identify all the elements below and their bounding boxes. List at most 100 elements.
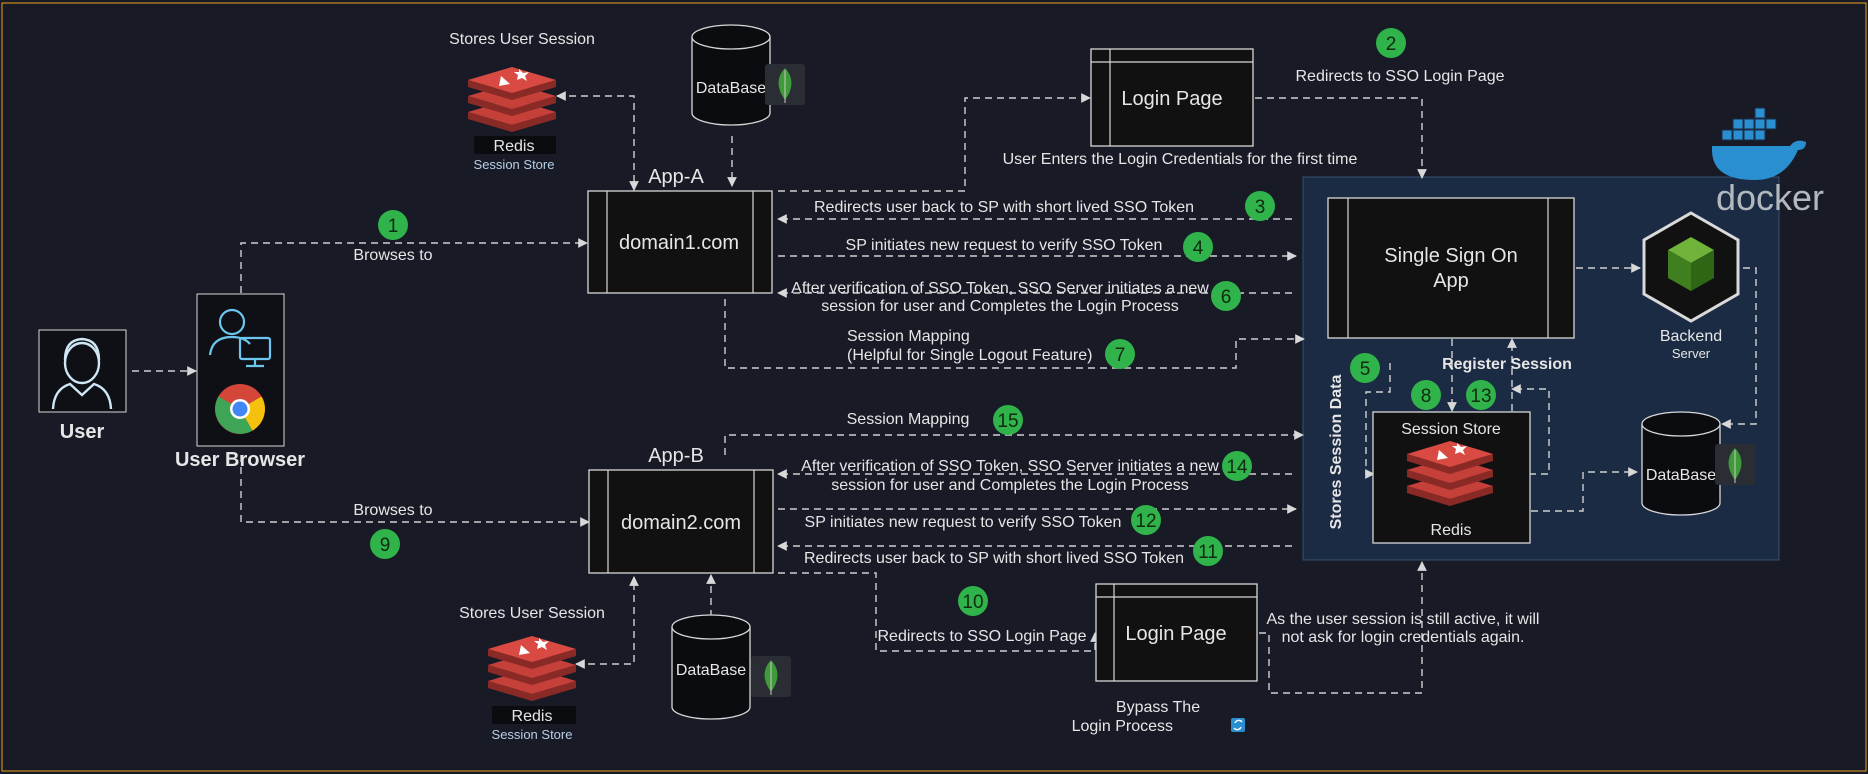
app-a-session-label: Stores User Session [449, 31, 595, 48]
app-a-title: App-A [648, 166, 704, 188]
redis-a-name-bg [474, 136, 556, 154]
backend-label: Backend [1660, 328, 1722, 345]
msg-redirect-back-b: Redirects user back to SP with short liv… [804, 550, 1184, 567]
session-store-title: Session Store [1401, 421, 1501, 438]
domain2-box[interactable] [588, 469, 774, 574]
computer-user-icon [208, 308, 272, 368]
step-badge-11: 11 [1193, 536, 1223, 566]
msg-after-verif-b-2: session for user and Completes the Login… [831, 477, 1189, 494]
step-badge-13: 13 [1466, 380, 1496, 410]
msg-redirect-back-a: Redirects user back to SP with short liv… [814, 199, 1194, 216]
backend-node: Backend Server [1642, 211, 1740, 361]
svg-text:10: 10 [962, 592, 983, 613]
login-page-bottom-label: Login Page [1125, 623, 1226, 645]
svg-text:6: 6 [1221, 287, 1232, 308]
step-badge-15: 15 [993, 405, 1023, 435]
msg-verify-b: SP initiates new request to verify SSO T… [805, 514, 1122, 531]
svg-text:1: 1 [388, 216, 399, 237]
msg-mapping-a-1: Session Mapping [847, 328, 970, 345]
register-session-label: Register Session [1442, 356, 1572, 373]
msg-still-active-1: As the user session is still active, it … [1267, 611, 1540, 628]
msg-bypass-2: Login Process [1072, 718, 1173, 735]
session-store-redis: Redis [1431, 522, 1472, 539]
step-badges: 1 2 3 4 5 6 7 8 9 10 11 12 13 14 15 [370, 28, 1496, 616]
msg-mapping-a-2: (Helpful for Single Logout Feature) [847, 347, 1092, 364]
redis-sso-icon [1407, 441, 1493, 506]
msg-enter-credentials: User Enters the Login Credentials for th… [1003, 151, 1358, 168]
login-page-top-label: Login Page [1121, 88, 1222, 110]
msg-after-verif-a-2: session for user and Completes the Login… [821, 298, 1179, 315]
step-badge-8: 8 [1411, 380, 1441, 410]
domain1-box[interactable] [587, 190, 773, 294]
redis-b-name-bg [492, 706, 576, 724]
refresh-icon [1231, 718, 1245, 732]
cube-icon [1668, 237, 1714, 291]
step-badge-2: 2 [1376, 28, 1406, 58]
svg-text:8: 8 [1421, 386, 1432, 407]
msg-browses-a: Browses to [353, 247, 432, 264]
svg-text:9: 9 [380, 535, 391, 556]
browser-node[interactable]: User Browser [175, 293, 305, 471]
step-badge-1: 1 [378, 210, 408, 240]
redis-a-icon [468, 67, 556, 132]
step-badge-12: 12 [1131, 505, 1161, 535]
login-page-top[interactable]: Login Page [1090, 48, 1254, 147]
svg-text:13: 13 [1470, 386, 1491, 407]
message-labels: Browses to Browses to Redirects to SSO L… [353, 68, 1539, 735]
login-page-bottom[interactable]: Login Page [1095, 583, 1258, 682]
redis-b-caption: Session Store [492, 727, 573, 742]
step-badge-10: 10 [958, 586, 988, 616]
sso-title-line1: Single Sign On [1384, 245, 1517, 267]
db-sso-node: DataBase [1641, 411, 1755, 516]
msg-bypass-1: Bypass The [1116, 699, 1200, 716]
svg-text:4: 4 [1193, 238, 1204, 259]
redis-b-name: Redis [512, 708, 553, 725]
db-sso-label: DataBase [1646, 467, 1716, 484]
svg-text:2: 2 [1386, 34, 1397, 55]
db-a-label: DataBase [696, 80, 766, 97]
step-badge-14: 14 [1222, 451, 1252, 481]
db-a-node: DataBase [691, 24, 805, 126]
svg-text:11: 11 [1198, 542, 1218, 563]
app-b-node[interactable]: App-B domain2.com [588, 445, 774, 574]
msg-redirect-sso-b: Redirects to SSO Login Page [877, 628, 1086, 645]
app-b-title: App-B [648, 445, 704, 467]
step-badge-3: 3 [1245, 191, 1275, 221]
msg-browses-b: Browses to [353, 502, 432, 519]
db-b-node: DataBase [671, 614, 791, 720]
msg-still-active-2: not ask for login credentials again. [1282, 629, 1525, 646]
session-store-node[interactable]: Session Store Redis [1372, 411, 1531, 544]
app-b-session-label: Stores User Session [459, 605, 605, 622]
msg-verify-a: SP initiates new request to verify SSO T… [846, 237, 1163, 254]
app-a-node[interactable]: App-A domain1.com [587, 166, 773, 294]
mongodb-a-icon [765, 64, 805, 105]
sso-app-node[interactable]: Single Sign On App [1327, 197, 1575, 339]
user-label: User [60, 421, 105, 443]
db-b-label: DataBase [676, 662, 746, 679]
backend-caption: Server [1672, 346, 1711, 361]
domain2-label: domain2.com [621, 512, 741, 534]
user-node: User [38, 329, 127, 443]
step-badge-6: 6 [1211, 281, 1241, 311]
connectors [132, 91, 1757, 694]
step-badge-4: 4 [1183, 232, 1213, 262]
chrome-icon [215, 384, 265, 434]
browser-label: User Browser [175, 449, 305, 471]
msg-after-verif-b-1: After verification of SSO Token, SSO Ser… [801, 458, 1219, 475]
svg-text:3: 3 [1255, 197, 1266, 218]
svg-text:5: 5 [1360, 359, 1371, 380]
stores-session-data-label: Stores Session Data [1328, 375, 1345, 530]
svg-text:14: 14 [1226, 457, 1248, 478]
svg-text:15: 15 [997, 411, 1018, 432]
docker-logo-icon: docker [1712, 107, 1824, 218]
svg-text:12: 12 [1135, 511, 1156, 532]
domain1-label: domain1.com [619, 232, 739, 254]
msg-mapping-b: Session Mapping [847, 411, 970, 428]
step-badge-9: 9 [370, 529, 400, 559]
step-badge-5: 5 [1350, 353, 1380, 383]
mongodb-sso-icon [1715, 444, 1755, 485]
user-icon [51, 337, 113, 410]
step-badge-7: 7 [1105, 339, 1135, 369]
